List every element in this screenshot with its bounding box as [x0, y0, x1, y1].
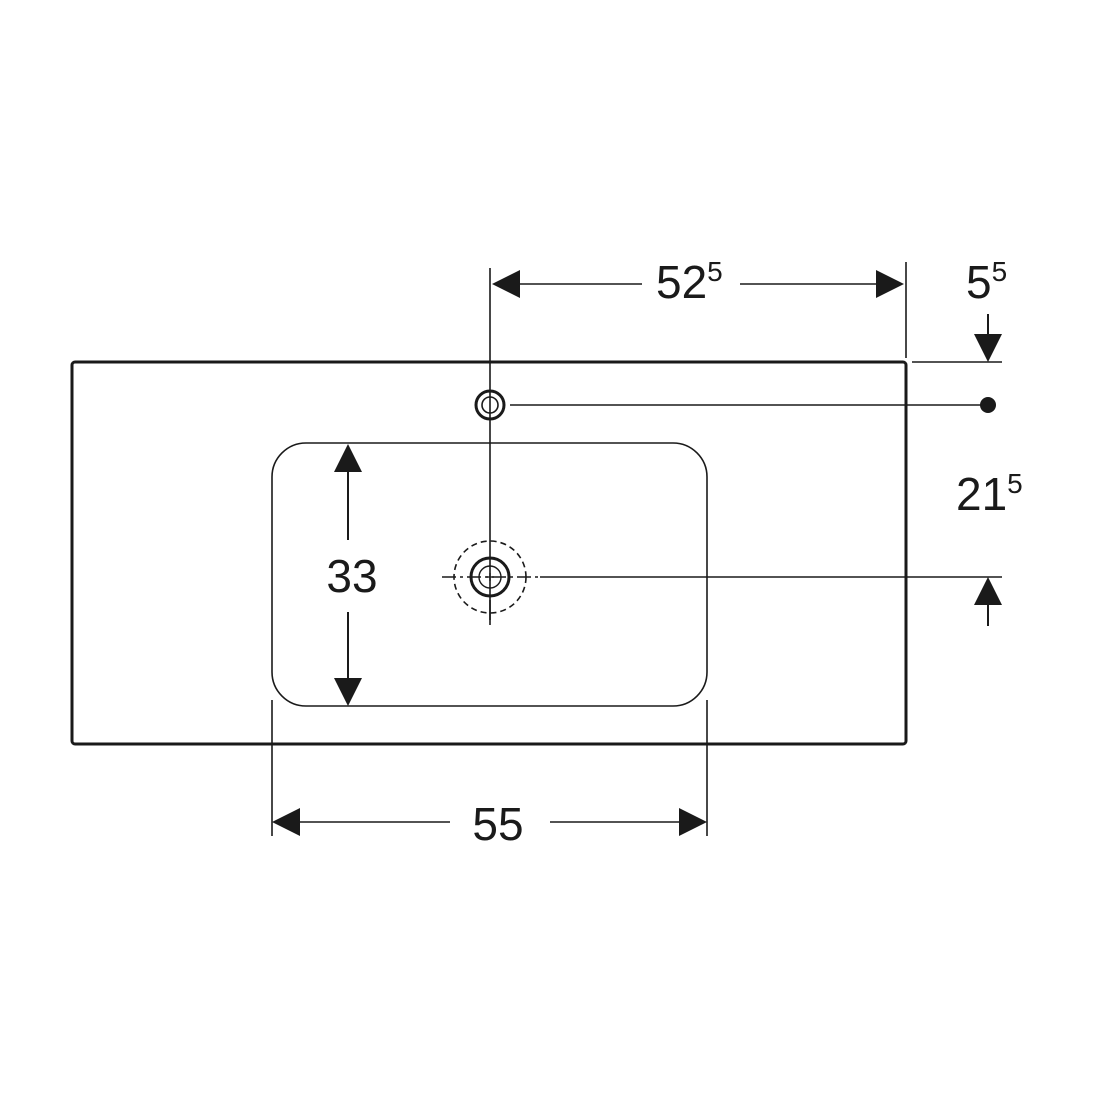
arrow-depth-bottom [334, 678, 362, 706]
dim-tap-to-edge: 525 [656, 256, 723, 308]
tap-hole-inner [481, 396, 499, 414]
arrow-drain-up [974, 577, 1002, 605]
arrow-depth-top [334, 444, 362, 472]
arrow-bottom-left [272, 808, 300, 836]
arrow-back-down [974, 334, 1002, 362]
tap-hole [474, 389, 506, 421]
tap-reference-dot [980, 397, 996, 413]
dim-tap-from-back: 55 [966, 256, 1007, 308]
dim-bowl-width: 55 [472, 798, 523, 850]
dim-tap-to-drain: 215 [956, 468, 1023, 520]
dim-bowl-depth: 33 [326, 550, 377, 602]
arrow-bottom-right [679, 808, 707, 836]
countertop-outline [70, 360, 908, 746]
arrow-top-right [876, 270, 904, 298]
arrow-top-left [492, 270, 520, 298]
